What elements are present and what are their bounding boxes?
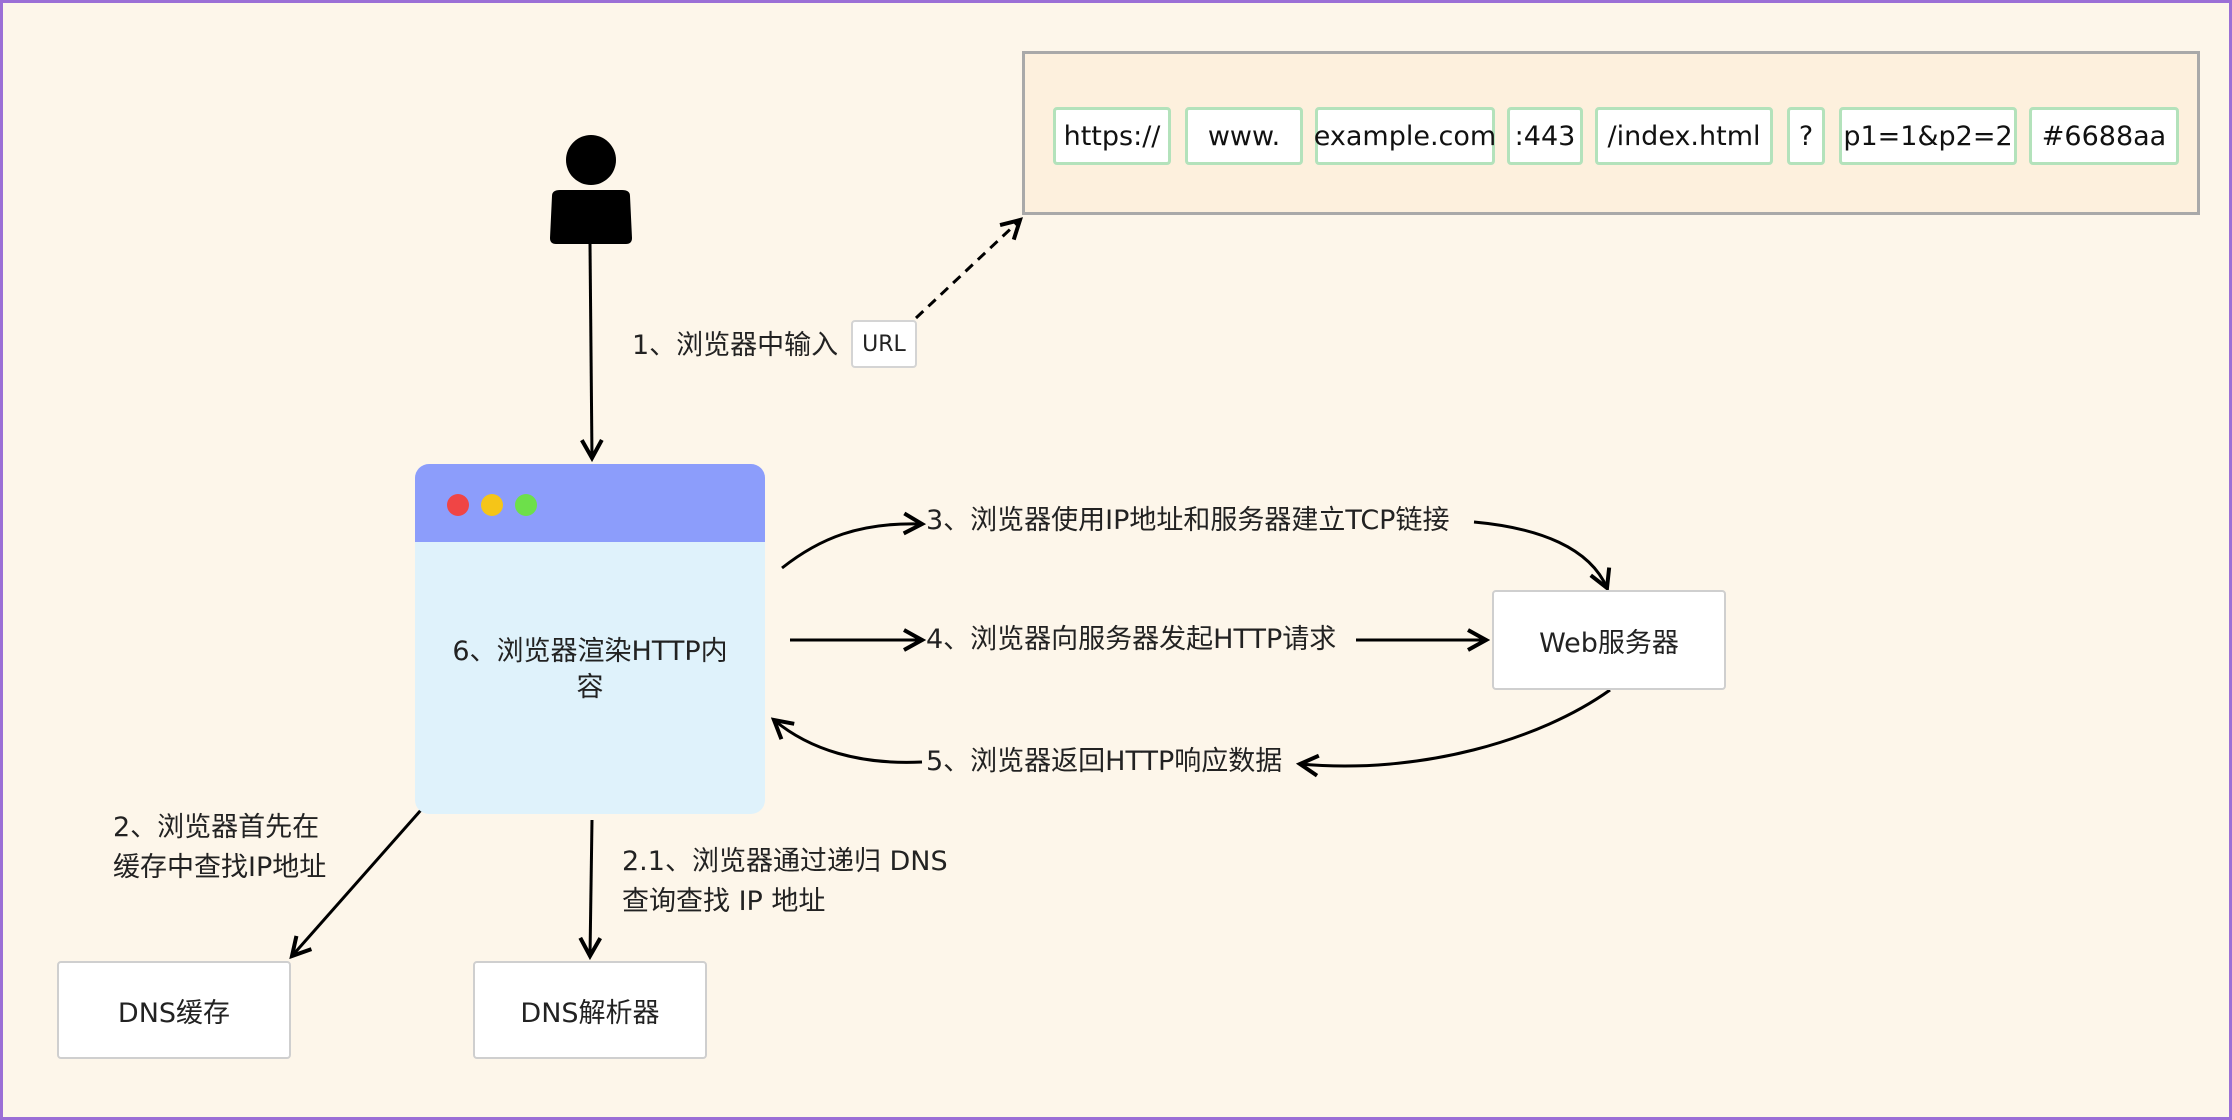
arrow-step3-right — [1473, 520, 1607, 588]
maximize-dot-icon — [515, 494, 537, 516]
step4-label: 4、浏览器向服务器发起HTTP请求 — [926, 624, 1337, 655]
step2-1-label-line1: 2.1、浏览器通过递归 DNS — [622, 846, 948, 877]
url-part-query: p1=1&p2=2 — [1839, 107, 2017, 165]
arrow-user-to-browser — [590, 243, 592, 458]
browser-render-line1: 6、浏览器渲染HTTP内 — [452, 636, 728, 667]
url-part-fragment: #6688aa — [2029, 107, 2179, 165]
step3-label: 3、浏览器使用IP地址和服务器建立TCP链接 — [926, 505, 1450, 536]
url-chip: URL — [851, 320, 917, 368]
close-dot-icon — [447, 494, 469, 516]
browser-render-line2: 容 — [576, 672, 604, 703]
step1-label: 1、浏览器中输入 — [632, 330, 839, 361]
arrow-to-dns-cache — [292, 809, 423, 956]
arrow-step3-left — [781, 524, 922, 570]
person-icon — [550, 135, 632, 244]
arrow-step5-left — [774, 720, 923, 764]
web-server-box: Web服务器 — [1492, 590, 1726, 690]
step2-label-line1: 2、浏览器首先在 — [113, 812, 320, 843]
step2-label-line2: 缓存中查找IP地址 — [113, 852, 327, 883]
url-part-query-mark: ? — [1787, 107, 1825, 165]
step2-1-label-line2: 查询查找 IP 地址 — [622, 886, 826, 917]
url-part-path: /index.html — [1595, 107, 1773, 165]
url-breakdown-box: https:// www. example.com :443 /index.ht… — [1022, 51, 2200, 215]
browser-title-bar — [415, 464, 765, 542]
step5-label: 5、浏览器返回HTTP响应数据 — [926, 746, 1283, 777]
dns-resolver-box: DNS解析器 — [473, 961, 707, 1059]
url-part-port: :443 — [1507, 107, 1583, 165]
url-part-domain: example.com — [1314, 107, 1496, 165]
url-part-scheme: https:// — [1053, 107, 1171, 165]
arrow-url-dashed — [914, 220, 1020, 320]
minimize-dot-icon — [481, 494, 503, 516]
dns-cache-box: DNS缓存 — [57, 961, 291, 1059]
browser-window: 6、浏览器渲染HTTP内 容 — [415, 464, 765, 814]
arrow-to-dns-resolver — [590, 819, 592, 956]
arrow-step5-right — [1300, 688, 1611, 766]
url-part-subdomain: www. — [1185, 107, 1303, 165]
browser-render-label: 6、浏览器渲染HTTP内 容 — [435, 634, 745, 706]
